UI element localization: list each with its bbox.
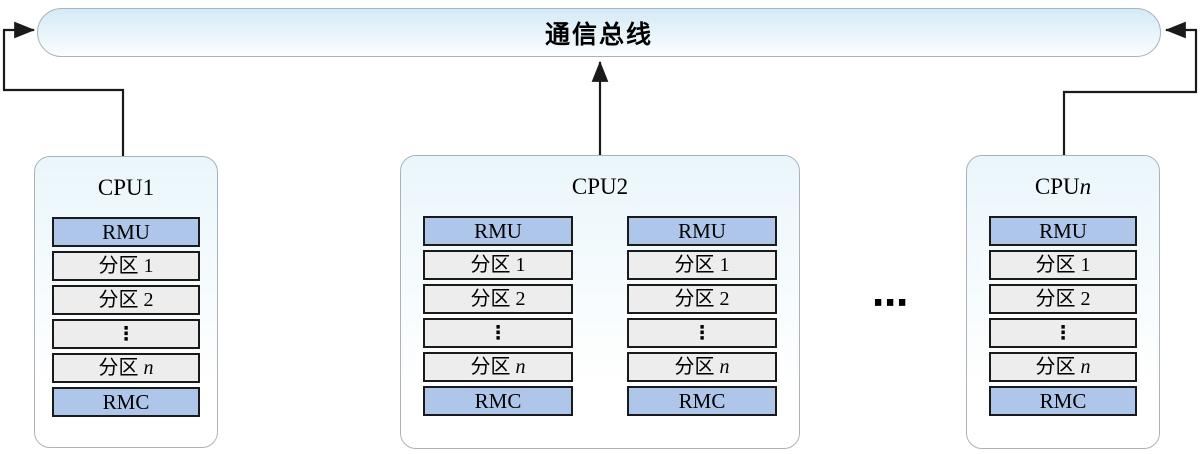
- partition-1-cell: 分区 1: [423, 250, 573, 280]
- rmu-cell: RMU: [627, 216, 777, 246]
- partition-1-cell: 分区 1: [627, 250, 777, 280]
- vertical-ellipsis-cell: ⋮: [52, 319, 200, 349]
- partition-2-cell: 分区 2: [627, 284, 777, 314]
- partition-n-cell: 分区 n: [52, 353, 200, 383]
- cpun-node: CPUn RMU 分区 1 分区 2 ⋮ 分区 n RMC: [966, 155, 1160, 449]
- vertical-ellipsis-cell: ⋮: [627, 318, 777, 348]
- rmc-cell: RMC: [627, 386, 777, 416]
- cpun-title: CPUn: [1034, 174, 1092, 199]
- partition-n-cell: 分区 n: [627, 352, 777, 382]
- partition-n-cell: 分区 n: [423, 352, 573, 382]
- cpu1-node: CPU1 RMU 分区 1 分区 2 ⋮ 分区 n RMC: [34, 156, 218, 448]
- rmc-cell: RMC: [52, 387, 200, 417]
- cpu1-stacks: RMU 分区 1 分区 2 ⋮ 分区 n RMC: [52, 217, 200, 417]
- horizontal-ellipsis: ⋯: [872, 282, 908, 324]
- partition-2-cell: 分区 2: [423, 284, 573, 314]
- partition-n-cell: 分区 n: [989, 352, 1137, 382]
- cpu1-title: CPU1: [97, 175, 155, 200]
- communication-bus-node: 通信总线: [37, 8, 1161, 57]
- cpu2-stacks: RMU 分区 1 分区 2 ⋮ 分区 n RMC RMU 分区 1 分区 2 ⋮ 分区 n RMC: [423, 216, 777, 416]
- cpu2-module-stack-left: RMU 分区 1 分区 2 ⋮ 分区 n RMC: [423, 216, 573, 416]
- communication-bus-label: 通信总线: [544, 21, 653, 49]
- rmc-cell: RMC: [989, 386, 1137, 416]
- cpun-module-stack: RMU 分区 1 分区 2 ⋮ 分区 n RMC: [989, 216, 1137, 416]
- cpu1-module-stack: RMU 分区 1 分区 2 ⋮ 分区 n RMC: [52, 217, 200, 417]
- partition-2-cell: 分区 2: [52, 285, 200, 315]
- partition-1-cell: 分区 1: [52, 251, 200, 281]
- cpu2-node: CPU2 RMU 分区 1 分区 2 ⋮ 分区 n RMC RMU 分区 1 分区 2 ⋮ 分区 …: [400, 155, 800, 449]
- cpu2-module-stack-right: RMU 分区 1 分区 2 ⋮ 分区 n RMC: [627, 216, 777, 416]
- vertical-ellipsis-cell: ⋮: [423, 318, 573, 348]
- rmu-cell: RMU: [989, 216, 1137, 246]
- partition-2-cell: 分区 2: [989, 284, 1137, 314]
- rmu-cell: RMU: [52, 217, 200, 247]
- rmu-cell: RMU: [423, 216, 573, 246]
- vertical-ellipsis-cell: ⋮: [989, 318, 1137, 348]
- partition-1-cell: 分区 1: [989, 250, 1137, 280]
- cpu2-title: CPU2: [571, 174, 629, 199]
- rmc-cell: RMC: [423, 386, 573, 416]
- cpun-stacks: RMU 分区 1 分区 2 ⋮ 分区 n RMC: [989, 216, 1137, 416]
